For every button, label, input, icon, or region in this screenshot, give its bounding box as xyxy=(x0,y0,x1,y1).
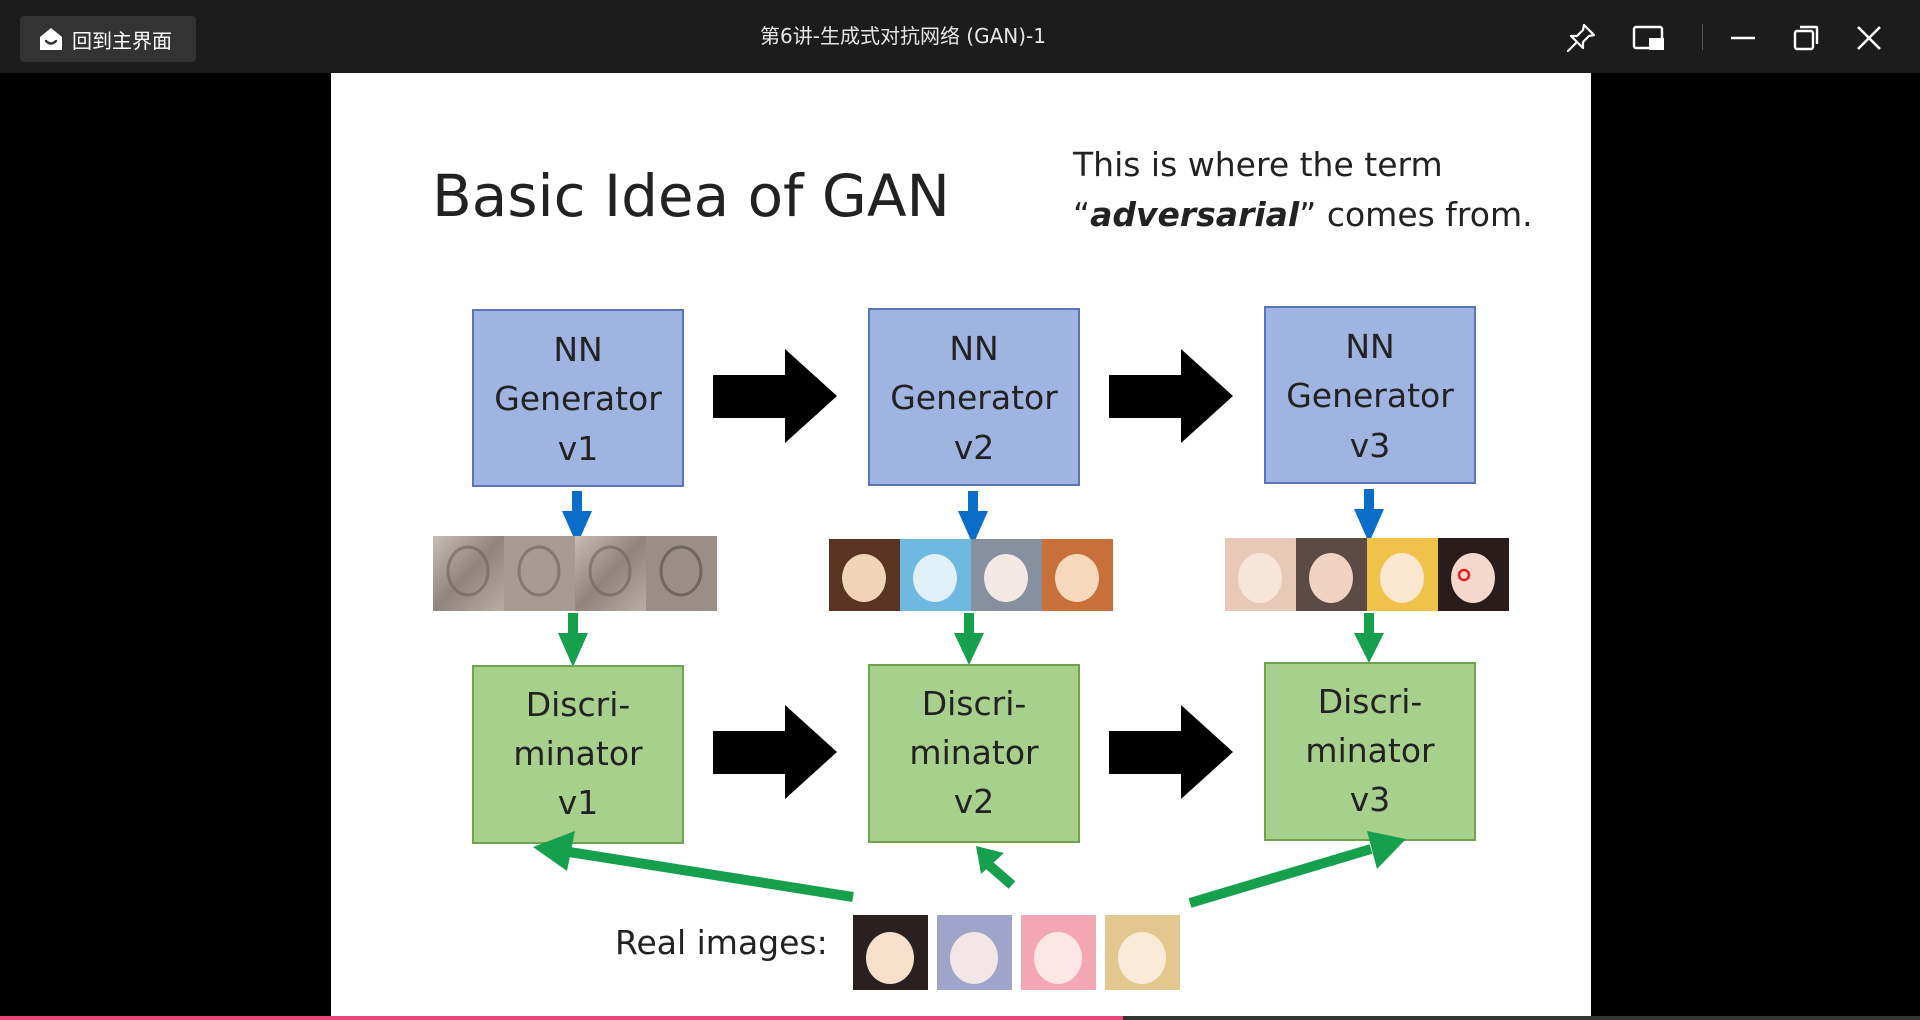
green-arrow-2 xyxy=(954,613,984,665)
generator-v3-line2: Generator xyxy=(1286,376,1454,415)
restore-icon[interactable] xyxy=(1786,18,1826,58)
note-line-2: “adversarial” comes from. xyxy=(1073,195,1533,234)
window-title: 第6讲-生成式对抗网络 (GAN)-1 xyxy=(0,0,1806,73)
video-player[interactable]: Basic Idea of GAN This is where the term… xyxy=(0,73,1920,1020)
discriminator-v1-line1: Discri- xyxy=(526,685,631,724)
minimize-icon[interactable] xyxy=(1723,18,1763,58)
note-quote-open: “ xyxy=(1073,195,1090,234)
generator-v2: NN Generator v2 xyxy=(869,309,1079,485)
generator-v2-line3: v2 xyxy=(954,428,995,467)
picture-in-picture-icon[interactable] xyxy=(1629,18,1669,58)
discriminator-v2: Discri- minator v2 xyxy=(869,665,1079,842)
generated-images-v3 xyxy=(1225,538,1509,611)
note-emphasis: adversarial xyxy=(1090,195,1300,234)
green-arrow-real-to-d3 xyxy=(1190,831,1406,903)
home-button-label: 回到主界面 xyxy=(72,25,172,54)
generator-v3-line3: v3 xyxy=(1350,426,1391,465)
note-rest: ” comes from. xyxy=(1299,195,1532,234)
generator-v2-line1: NN xyxy=(949,329,998,368)
green-arrow-real-to-d2 xyxy=(976,846,1012,885)
black-arrow-d1-d2 xyxy=(713,705,837,799)
generator-v1-line1: NN xyxy=(553,330,602,369)
black-arrow-g1-g2 xyxy=(713,349,837,443)
real-images-label: Real images: xyxy=(615,923,828,962)
generator-v1-line3: v1 xyxy=(558,429,599,468)
discriminator-v3-line2: minator xyxy=(1305,731,1435,770)
playback-progress-fill xyxy=(0,1016,1123,1020)
pin-icon[interactable] xyxy=(1561,18,1601,58)
discriminator-v3: Discri- minator v3 xyxy=(1265,663,1475,840)
gan-diagram: Basic Idea of GAN This is where the term… xyxy=(331,73,1591,1020)
generator-v3-line1: NN xyxy=(1345,327,1394,366)
close-icon[interactable] xyxy=(1849,18,1889,58)
slide-title: Basic Idea of GAN xyxy=(432,162,950,230)
generated-images-v2 xyxy=(829,539,1113,611)
back-to-home-button[interactable]: 回到主界面 xyxy=(20,16,196,62)
green-arrow-3 xyxy=(1354,613,1384,663)
discriminator-v2-line1: Discri- xyxy=(922,684,1027,723)
generator-v1: NN Generator v1 xyxy=(473,310,683,486)
generator-v2-line2: Generator xyxy=(890,378,1058,417)
discriminator-v2-line2: minator xyxy=(909,733,1039,772)
note-line-1: This is where the term xyxy=(1072,145,1443,184)
title-bar: 回到主界面 第6讲-生成式对抗网络 (GAN)-1 xyxy=(0,0,1920,73)
home-icon xyxy=(36,24,66,54)
generator-v3: NN Generator v3 xyxy=(1265,307,1475,483)
blue-arrow-3 xyxy=(1354,489,1384,543)
discriminator-v1-line2: minator xyxy=(513,734,643,773)
discriminator-v1: Discri- minator v1 xyxy=(473,666,683,843)
discriminator-v2-line3: v2 xyxy=(954,782,995,821)
generated-images-v1 xyxy=(433,536,717,611)
discriminator-v3-line3: v3 xyxy=(1350,780,1391,819)
generator-v1-line2: Generator xyxy=(494,379,662,418)
title-bar-separator xyxy=(1702,24,1703,50)
black-arrow-g2-g3 xyxy=(1109,349,1233,443)
discriminator-v3-line1: Discri- xyxy=(1318,682,1423,721)
playback-progress-bar[interactable] xyxy=(0,1016,1920,1020)
blue-arrow-2 xyxy=(958,491,988,545)
lecture-slide: Basic Idea of GAN This is where the term… xyxy=(331,73,1591,1020)
green-arrow-1 xyxy=(558,613,588,667)
discriminator-v1-line3: v1 xyxy=(558,783,599,822)
real-images xyxy=(853,915,1180,990)
black-arrow-d2-d3 xyxy=(1109,705,1233,799)
